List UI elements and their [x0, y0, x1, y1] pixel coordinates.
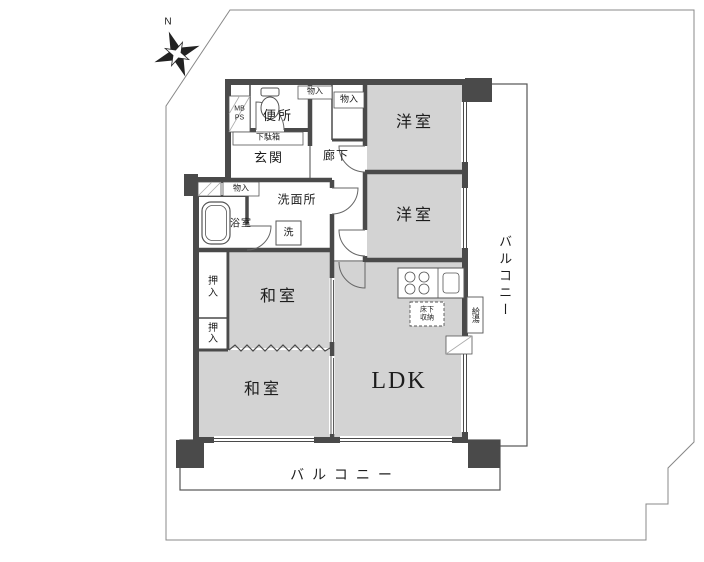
meter-box-label: MB PS: [234, 105, 245, 121]
washing-machine-box: [275, 220, 302, 246]
water-heater-label: 給湯: [471, 307, 481, 323]
room-label-western-top: 洋室: [395, 114, 435, 132]
room-label-ldk: LDK: [371, 367, 427, 394]
room-fill-japanese-bottom: [198, 350, 329, 439]
utility-hatch-box: [445, 335, 473, 355]
room-label-toilet: 便所: [262, 107, 294, 123]
door-swings: [246, 101, 366, 289]
sliding-doors: [329, 278, 335, 436]
room-label-japanese-bottom: 和室: [243, 381, 283, 399]
room-label-washroom: 洗面所: [277, 192, 317, 207]
closet-label-upper: 押入: [205, 275, 217, 299]
room-label-bathroom: 浴室: [230, 218, 252, 230]
storage-box-washroom-row: [222, 181, 260, 197]
walls: [193, 79, 468, 443]
bathtub-icon: [201, 201, 231, 245]
shoe-cabinet-label: 下駄箱: [256, 132, 280, 142]
balcony-bottom-outline: [179, 439, 501, 491]
storage-label-hallway: 物入: [339, 94, 359, 105]
underfloor-storage-label: 床下収納: [420, 305, 434, 322]
site-boundary-line: [165, 9, 695, 541]
room-fill-japanese-top: [230, 252, 330, 348]
room-label-entrance: 玄関: [253, 149, 285, 165]
room-fills: [198, 84, 464, 439]
kitchen-counter: [397, 267, 465, 299]
room-fill-western-top: [367, 84, 464, 171]
compass-north-label: N: [164, 16, 172, 28]
washing-machine-label: 洗: [283, 227, 294, 239]
balcony-bottom-label: バルコニー: [290, 468, 400, 484]
balcony-right-label: バルコニー: [497, 234, 513, 320]
fusuma-wave-line: [228, 344, 331, 352]
compass-icon: [154, 31, 200, 77]
water-heater-box: [466, 296, 484, 334]
storage-label-washroom-row: 物入: [233, 183, 249, 193]
room-label-japanese-top: 和室: [259, 288, 299, 306]
shoe-cabinet-box: [232, 131, 304, 146]
storage-label-top: 物入: [307, 86, 323, 96]
room-label-hallway: 廊下: [322, 148, 350, 163]
closet-label-lower: 押入: [205, 322, 217, 344]
storage-box-hallway: [333, 91, 365, 109]
hatch-box-washroom-row: [197, 181, 222, 197]
storage-box-top: [297, 85, 333, 100]
room-fill-western-mid: [367, 173, 464, 259]
structural-columns: [176, 78, 500, 468]
room-label-western-mid: 洋室: [395, 207, 435, 225]
toilet-icon: [260, 87, 280, 120]
underfloor-storage-box: [409, 301, 445, 327]
